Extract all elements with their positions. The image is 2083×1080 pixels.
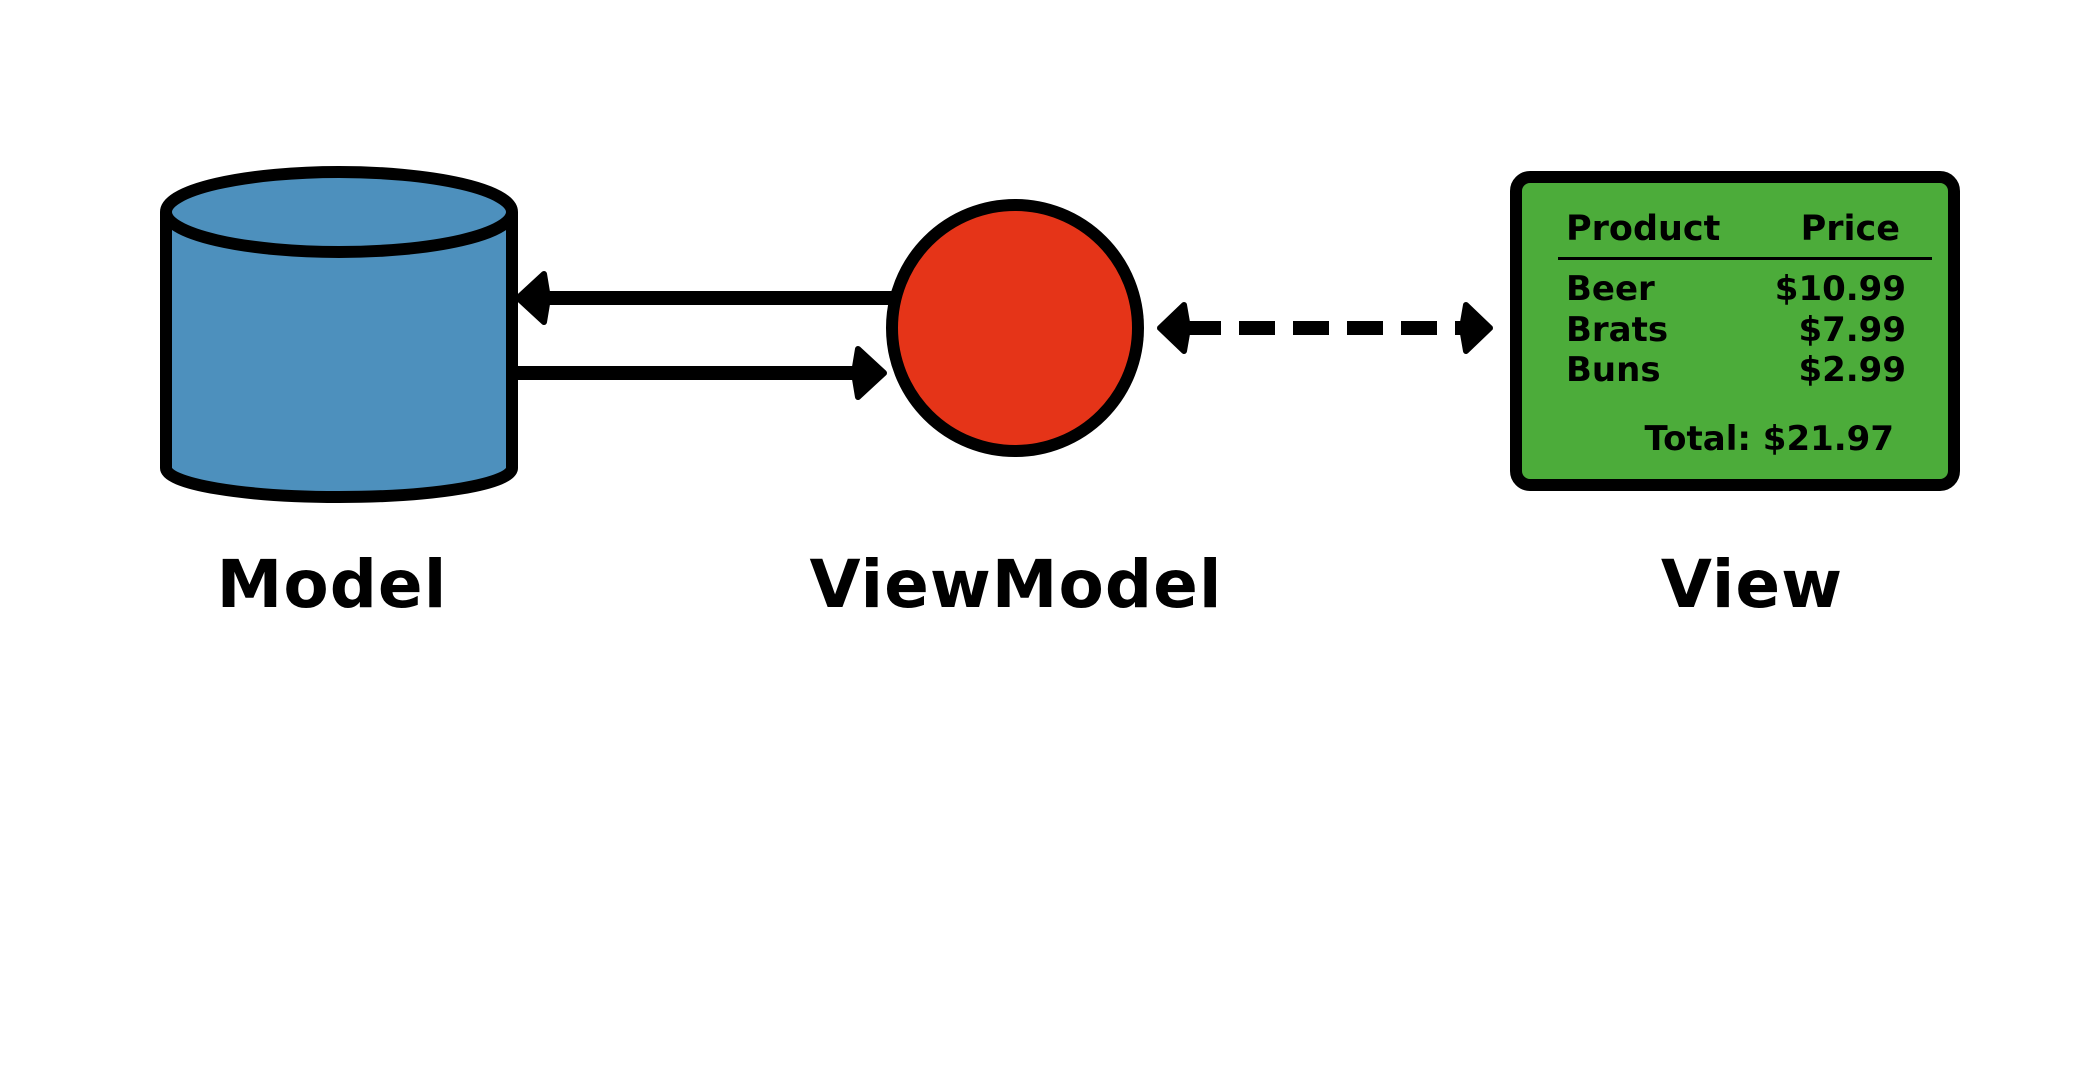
arrowhead-left-icon: [1157, 302, 1191, 354]
arrow-viewmodel-to-model: [515, 271, 895, 325]
model-cylinder-top: [160, 166, 518, 258]
product-price: $2.99: [1798, 350, 1906, 390]
arrow-model-to-viewmodel: [512, 346, 887, 400]
view-label: View: [1660, 546, 1844, 623]
viewmodel-circle: [886, 199, 1144, 457]
table-row: Beer $10.99: [1566, 269, 1906, 309]
column-header-price: Price: [1800, 209, 1900, 249]
model-label: Model: [216, 546, 448, 623]
arrowhead-right-icon: [1459, 302, 1493, 354]
view-screen: Product Price Beer $10.99 Brats $7.99 Bu…: [1510, 171, 1960, 491]
arrowhead-right-icon: [851, 346, 887, 400]
arrow-viewmodel-view-bidirectional: [1157, 302, 1493, 354]
model-cylinder-body: [160, 212, 518, 503]
table-row: Buns $2.99: [1566, 350, 1906, 390]
product-price: $7.99: [1798, 310, 1906, 350]
header-divider: [1558, 257, 1932, 260]
column-header-product: Product: [1566, 209, 1721, 249]
product-price: $10.99: [1774, 269, 1906, 309]
total-amount: Total: $21.97: [1644, 419, 1894, 459]
product-name: Brats: [1566, 310, 1669, 350]
viewmodel-label: ViewModel: [809, 546, 1223, 623]
arrowhead-left-icon: [515, 271, 551, 325]
product-name: Beer: [1566, 269, 1655, 309]
table-row: Brats $7.99: [1566, 310, 1906, 350]
product-name: Buns: [1566, 350, 1661, 390]
model-cylinder-icon: [160, 166, 518, 503]
